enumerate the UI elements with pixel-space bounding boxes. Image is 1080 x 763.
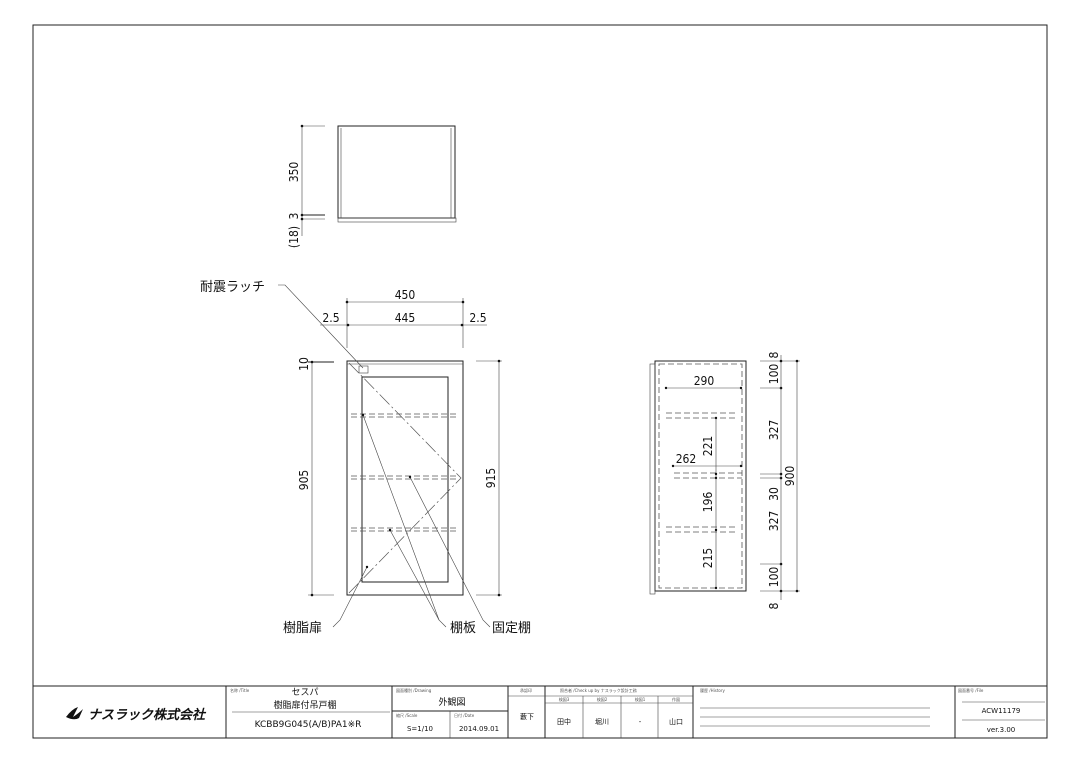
date-value: 2014.09.01 xyxy=(459,725,499,733)
checker-name: 山口 xyxy=(669,717,683,726)
checker-role: 作図 xyxy=(672,696,680,702)
side-view: 290 262 221 196 215 8 100 327 30 327 100… xyxy=(649,351,800,609)
dim-215: 215 xyxy=(701,548,715,569)
sheet-border xyxy=(32,24,1048,739)
history-label: 履歴 /History xyxy=(700,687,725,693)
file-label: 図面番号 /File xyxy=(958,687,984,693)
approval-label: 承認印 xyxy=(520,687,532,693)
dim-262: 262 xyxy=(676,452,697,466)
dim-lower-327: 327 xyxy=(767,511,781,532)
label-fixed-shelf: 固定棚 xyxy=(492,621,531,636)
dim-top-8: 8 xyxy=(767,351,781,358)
dim-221: 221 xyxy=(701,436,715,457)
top-view: 350 3 (18) xyxy=(287,124,457,248)
dim-350: 350 xyxy=(287,162,301,183)
label-resin-door: 樹脂扉 xyxy=(283,620,322,636)
dim-3: 3 xyxy=(287,213,301,220)
dim-upper-327: 327 xyxy=(767,420,781,441)
company-name: ナスラック株式会社 xyxy=(88,707,207,723)
dim-900: 900 xyxy=(783,466,797,487)
dim-445: 445 xyxy=(395,311,416,325)
model-number: KCBB9G045(A/B)PA1※R xyxy=(255,720,362,730)
cabinet-outline xyxy=(346,360,464,596)
scale-label: 縮尺 /Scale xyxy=(396,712,418,718)
dim-290: 290 xyxy=(694,374,715,388)
date-label: 日付 /Date xyxy=(454,712,475,718)
approver-name: 藪下 xyxy=(520,712,534,721)
version: ver.3.00 xyxy=(987,726,1016,734)
label-latch: 耐震ラッチ xyxy=(200,280,265,295)
company-logo: ナスラック株式会社 xyxy=(66,707,207,723)
dim-top-100: 100 xyxy=(767,364,781,385)
checker-name: 田中 xyxy=(557,717,571,726)
checker-role: 検図2 xyxy=(597,696,608,702)
dim-bottom-100: 100 xyxy=(767,567,781,588)
logo-icon xyxy=(66,707,83,720)
dim-bottom-8: 8 xyxy=(767,602,781,609)
dim-30: 30 xyxy=(767,487,781,501)
dim-196: 196 xyxy=(701,492,715,513)
label-shelf: 棚板 xyxy=(450,621,476,636)
file-number: ACW11179 xyxy=(982,707,1021,715)
door-swing-line xyxy=(348,362,462,594)
door-panel xyxy=(361,376,449,583)
top-view-body xyxy=(337,125,456,219)
dim-450: 450 xyxy=(395,288,416,302)
scale-value: S=1/10 xyxy=(407,725,433,733)
dim-915: 915 xyxy=(484,468,498,489)
product-name: 樹脂扉付吊戸棚 xyxy=(273,699,336,711)
top-view-door xyxy=(337,217,457,223)
dim-18: (18) xyxy=(287,226,301,248)
drawing-type: 外観図 xyxy=(438,696,465,708)
series-name: セスパ xyxy=(291,687,318,698)
side-door xyxy=(649,363,656,595)
checker-name: 堀川 xyxy=(595,717,609,726)
dim-2-5-left: 2.5 xyxy=(322,311,339,325)
dim-2-5-right: 2.5 xyxy=(469,311,486,325)
title-block: ナスラック株式会社 名称 /Title セスパ 樹脂扉付吊戸棚 KCBB9G04… xyxy=(33,685,1047,738)
latch-icon xyxy=(358,365,369,374)
drawing-label: 図面種別 /Drawing xyxy=(396,687,432,693)
title-label: 名称 /Title xyxy=(230,687,250,693)
check-label: 照合者 /Check up by ナスラック設計工務 xyxy=(560,687,637,693)
dim-10: 10 xyxy=(297,357,311,371)
dim-905: 905 xyxy=(297,470,311,491)
front-view: 450 445 2.5 2.5 10 905 915 耐震ラッチ 樹脂扉 棚板 … xyxy=(200,280,531,636)
checker-name: - xyxy=(639,718,642,726)
checker-role: 検図3 xyxy=(559,696,570,702)
checker-role: 検図1 xyxy=(635,696,646,702)
